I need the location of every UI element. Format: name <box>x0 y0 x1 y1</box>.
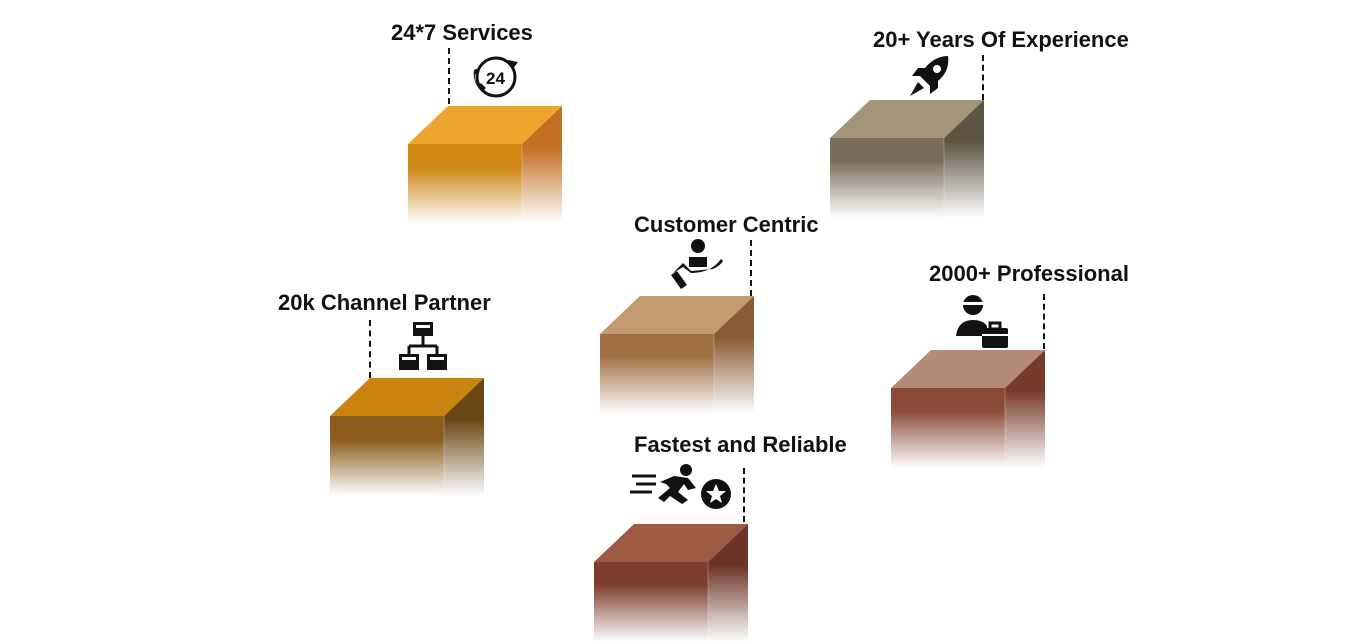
running-star-icon <box>630 462 734 517</box>
dashed-connector <box>448 48 450 104</box>
dashed-connector <box>369 320 371 378</box>
rocket-icon <box>906 52 954 105</box>
dashed-connector <box>982 55 984 100</box>
step-block <box>330 378 484 496</box>
feature-label: 20k Channel Partner <box>278 290 491 315</box>
network-hierarchy-icon <box>396 320 450 377</box>
infographic-canvas: { "features": [ { "id": "24x7", "label":… <box>278 20 1129 642</box>
step-block <box>408 106 562 224</box>
customer-care-icon <box>669 237 725 296</box>
phone-24-icon: 24 <box>468 54 524 105</box>
step-block <box>830 100 984 218</box>
professional-briefcase-icon <box>954 292 1012 355</box>
step-block <box>891 350 1045 468</box>
dashed-connector <box>750 240 752 296</box>
step-block <box>600 296 754 414</box>
dashed-connector <box>743 468 745 522</box>
feature-label: 20+ Years Of Experience <box>873 27 1129 52</box>
step-block <box>594 524 748 642</box>
svg-text:24: 24 <box>486 69 505 88</box>
feature-label: 24*7 Services <box>391 20 533 45</box>
feature-label: Customer Centric <box>634 212 819 237</box>
dashed-connector <box>1043 294 1045 349</box>
feature-label: Fastest and Reliable <box>634 432 847 457</box>
feature-label: 2000+ Professional <box>929 261 1129 286</box>
